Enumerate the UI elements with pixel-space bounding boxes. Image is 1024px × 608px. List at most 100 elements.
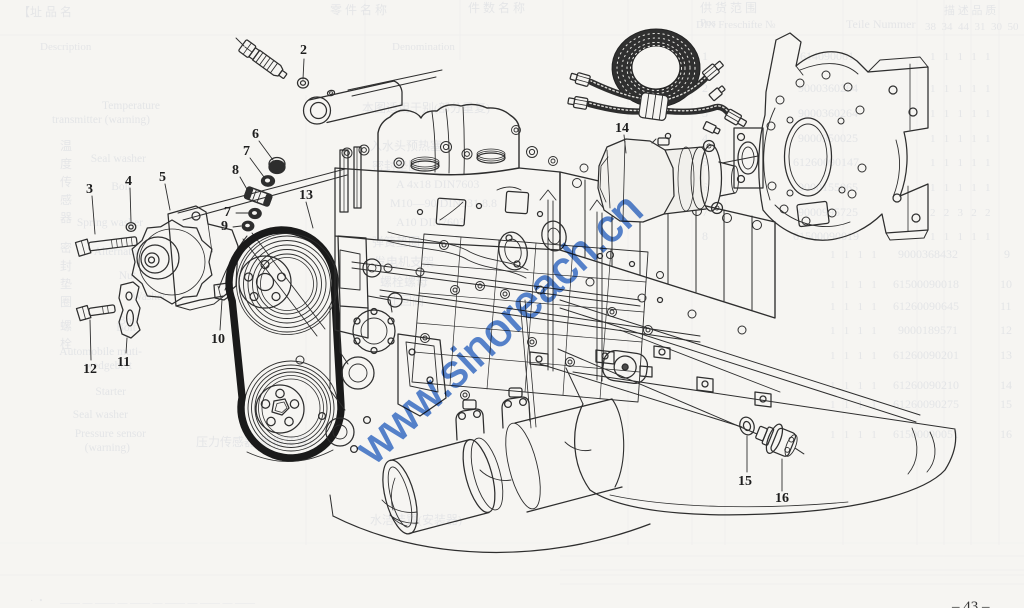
- svg-text:1 1 1 1: 1 1 1 1: [830, 350, 877, 362]
- svg-text:14: 14: [615, 121, 629, 136]
- svg-text:1: 1: [702, 49, 708, 63]
- svg-text:【址 品 名: 【址 品 名: [18, 4, 72, 19]
- svg-text:Denomination: Denomination: [392, 41, 455, 53]
- svg-text:12: 12: [83, 362, 97, 377]
- svg-text:7: 7: [243, 144, 250, 159]
- svg-text:16: 16: [1000, 427, 1012, 441]
- svg-text:8: 8: [702, 229, 708, 243]
- svg-text:4: 4: [702, 131, 708, 145]
- svg-text:15: 15: [1000, 397, 1012, 411]
- svg-text:transmitter (warning): transmitter (warning): [52, 114, 150, 126]
- svg-text:垫: 垫: [60, 276, 72, 291]
- svg-text:1 1 1 1: 1 1 1 1: [830, 380, 877, 392]
- svg-text:3: 3: [702, 106, 708, 120]
- svg-text:9000368432: 9000368432: [898, 247, 958, 261]
- svg-text:1 1 1 1 1: 1 1 1 1 1: [930, 182, 991, 194]
- svg-text:器: 器: [60, 211, 72, 225]
- svg-text:Temperature: Temperature: [102, 100, 160, 112]
- svg-text:9000360264: 9000360264: [798, 106, 858, 120]
- svg-text:– 43 –: – 43 –: [951, 599, 990, 608]
- svg-text:614090061: 614090061: [800, 49, 854, 63]
- svg-text:5: 5: [159, 170, 166, 185]
- svg-text:9: 9: [221, 219, 228, 234]
- svg-text:螺栓螺母: 螺栓螺母: [380, 274, 428, 289]
- svg-text:DIN Freschifte №: DIN Freschifte №: [696, 19, 776, 31]
- svg-text:7: 7: [224, 205, 231, 220]
- svg-text:3: 3: [86, 182, 93, 197]
- svg-text:9000189571: 9000189571: [898, 323, 958, 337]
- svg-text:本图适用于别(部分重复): 本图适用于别(部分重复): [362, 100, 490, 115]
- svg-text:度: 度: [60, 156, 72, 171]
- svg-text:6: 6: [252, 127, 259, 142]
- svg-text:8: 8: [232, 163, 239, 178]
- svg-text:61500090019: 61500090019: [793, 229, 859, 243]
- svg-text:封: 封: [60, 259, 72, 273]
- svg-text:61260090275: 61260090275: [893, 397, 959, 411]
- svg-text:14: 14: [1000, 378, 1012, 392]
- svg-text:传: 传: [60, 174, 72, 189]
- svg-text:5: 5: [702, 155, 708, 169]
- svg-text:13: 13: [299, 188, 313, 203]
- svg-text:13: 13: [1000, 348, 1012, 362]
- svg-text:wedgebelt: wedgebelt: [85, 360, 133, 372]
- svg-text:感: 感: [60, 192, 72, 207]
- svg-text:61260090201: 61260090201: [893, 348, 959, 362]
- svg-text:1 1 1 1 1: 1 1 1 1 1: [930, 51, 991, 63]
- svg-text:密: 密: [60, 240, 72, 255]
- svg-text:2: 2: [300, 43, 307, 58]
- svg-text:描 述 品 质: 描 述 品 质: [944, 3, 996, 17]
- svg-text:1 1 1 1 1: 1 1 1 1 1: [930, 83, 991, 95]
- svg-text:入水头预热塞: 入水头预热塞: [370, 138, 442, 153]
- svg-text:零 件 名 称: 零 件 名 称: [330, 2, 387, 17]
- svg-text:圈: 圈: [60, 295, 72, 309]
- svg-text:15: 15: [738, 474, 752, 489]
- svg-text:Description: Description: [40, 41, 92, 53]
- svg-text:61260090210: 61260090210: [893, 378, 959, 392]
- svg-text:10: 10: [211, 332, 225, 347]
- svg-text:38 34 44 31 30 50 55: 38 34 44 31 30 50 55: [925, 21, 1024, 33]
- svg-text:1 1 1 1 1: 1 1 1 1 1: [930, 133, 991, 145]
- svg-text:(warning): (warning): [85, 442, 131, 454]
- svg-text:16: 16: [775, 491, 789, 506]
- svg-text:供 货 范 围: 供 货 范 围: [700, 0, 757, 15]
- svg-text:1 1 1 1: 1 1 1 1: [830, 279, 877, 291]
- svg-text:1 1 1 1 1: 1 1 1 1 1: [930, 231, 991, 243]
- svg-text:Washer: Washer: [132, 291, 166, 303]
- svg-text:6: 6: [702, 180, 708, 194]
- svg-text:1 1 1 1: 1 1 1 1: [830, 399, 877, 411]
- svg-text:9000360264: 9000360264: [798, 81, 858, 95]
- svg-text:Bolt: Bolt: [111, 181, 132, 193]
- svg-text:温: 温: [60, 139, 72, 153]
- svg-text:2 2 3 2 2: 2 2 3 2 2: [930, 207, 991, 219]
- svg-text:Seal washer: Seal washer: [73, 409, 128, 421]
- svg-text:61260090645: 61260090645: [893, 299, 959, 313]
- svg-text:10: 10: [1000, 277, 1012, 291]
- svg-text:12: 12: [1000, 323, 1012, 337]
- svg-text:7: 7: [702, 205, 708, 219]
- svg-text:1 1 1 1: 1 1 1 1: [830, 301, 877, 313]
- svg-text:1 1 1 1: 1 1 1 1: [830, 249, 877, 261]
- svg-text:11: 11: [117, 355, 130, 370]
- svg-text:61500090018: 61500090018: [893, 277, 959, 291]
- svg-text:1 1 1 1: 1 1 1 1: [830, 325, 877, 337]
- svg-text:Seal washer: Seal washer: [91, 153, 146, 165]
- svg-text:9000155065: 9000155065: [798, 180, 858, 194]
- svg-text:· ・: · ・: [30, 596, 116, 607]
- svg-text:Pos: Pos: [700, 17, 716, 29]
- svg-text:栓: 栓: [60, 336, 72, 351]
- svg-text:Starter: Starter: [95, 386, 126, 398]
- svg-text:件 数 名 称: 件 数 名 称: [468, 0, 525, 15]
- svg-text:9: 9: [1004, 247, 1010, 261]
- svg-text:11: 11: [1000, 299, 1012, 313]
- svg-text:螺: 螺: [60, 319, 72, 333]
- svg-text:Teile Nummer: Teile Nummer: [846, 17, 915, 31]
- svg-text:Pressure sensor: Pressure sensor: [75, 428, 146, 440]
- svg-text:—— — —— — —— — —— — —— — ——: —— — —— — —— — —— — —— — ——: [59, 598, 256, 608]
- svg-text:4: 4: [125, 174, 132, 189]
- svg-text:2: 2: [702, 81, 708, 95]
- svg-text:1 1 1 1 1: 1 1 1 1 1: [930, 157, 991, 169]
- svg-text:61500090051: 61500090051: [893, 427, 959, 441]
- svg-text:Automobile muti-: Automobile muti-: [59, 346, 142, 358]
- svg-text:M10—90 DIN931.8.8: M10—90 DIN931.8.8: [390, 196, 497, 210]
- svg-text:密封垫圈: 密封垫圈: [372, 158, 420, 173]
